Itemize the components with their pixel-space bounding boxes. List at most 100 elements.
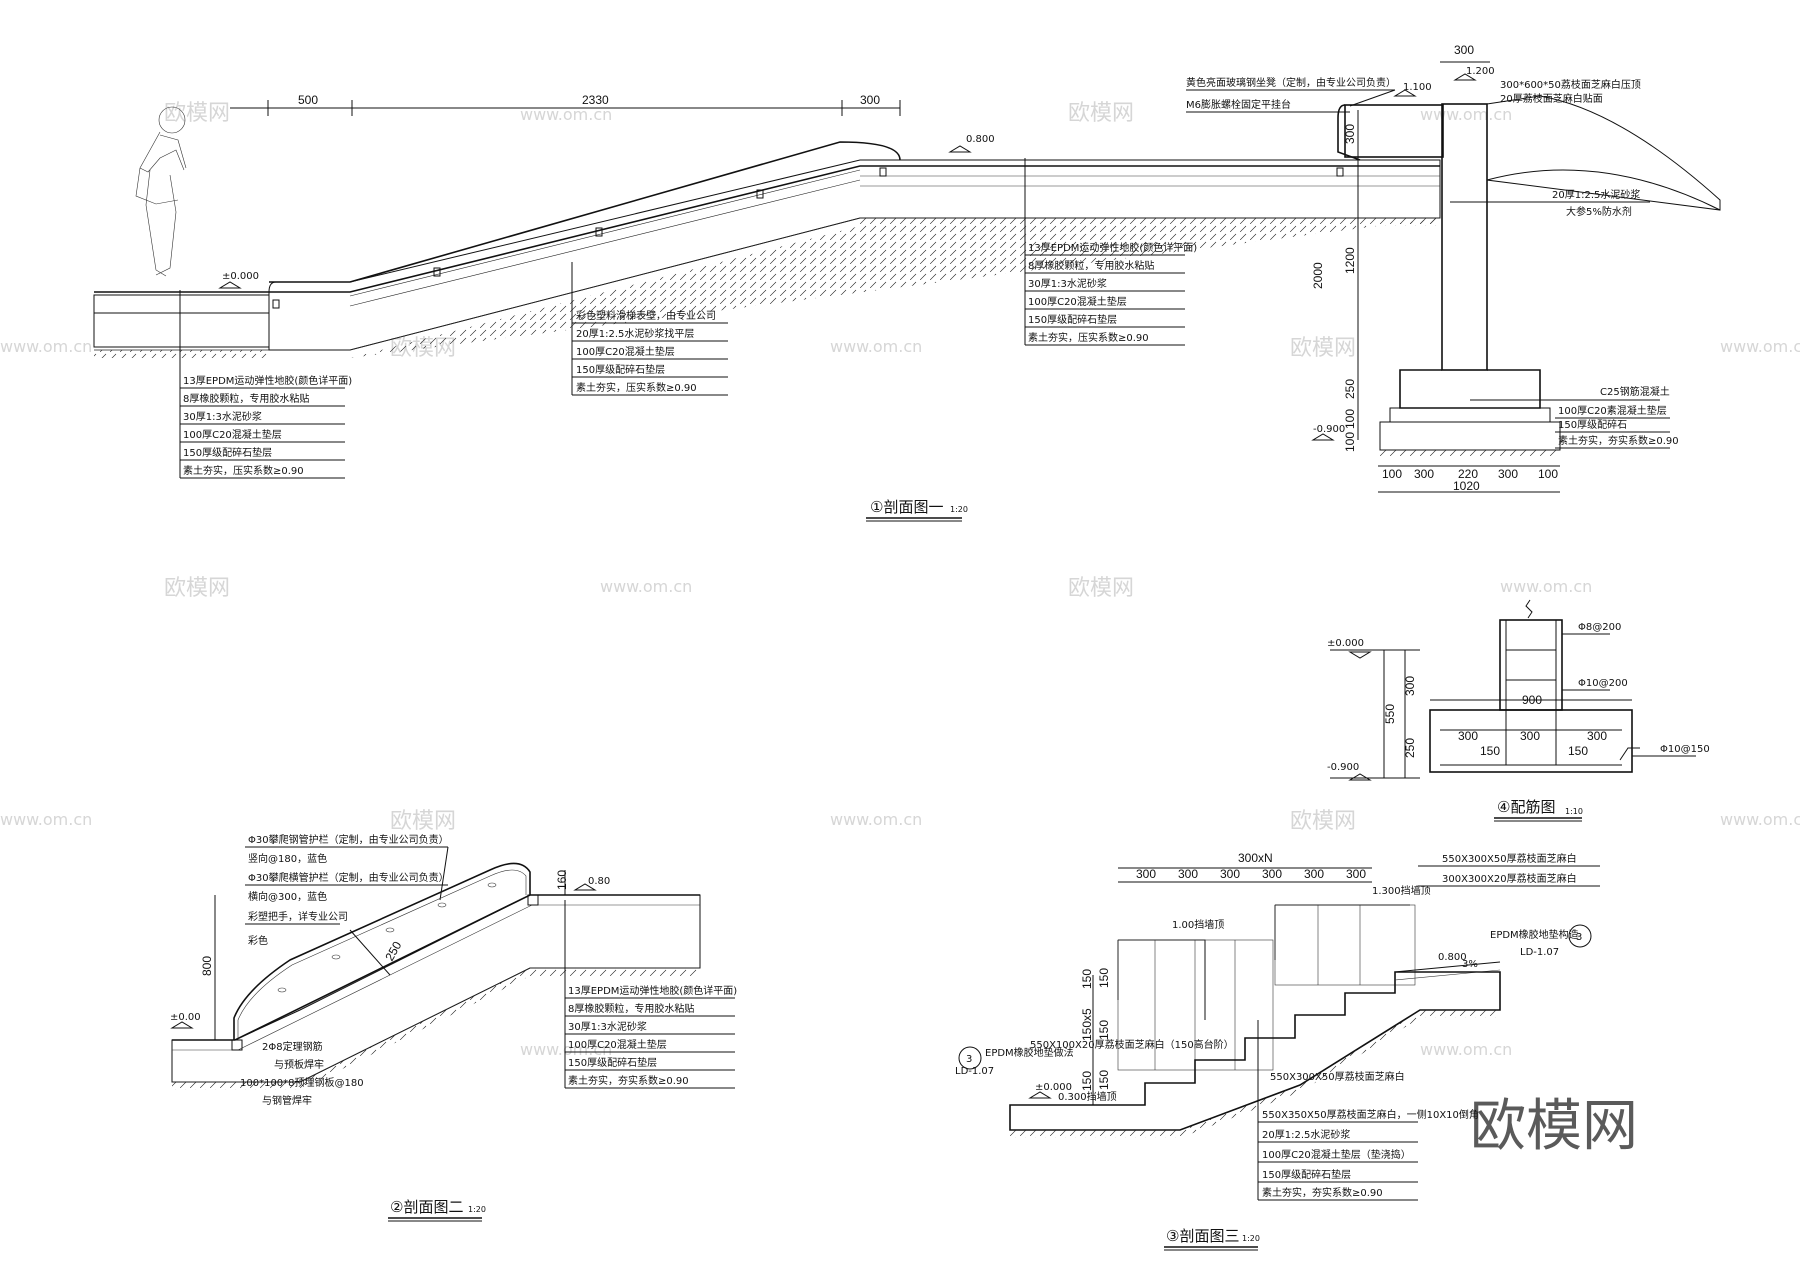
dim-text: 900: [1522, 693, 1542, 707]
level-text: ±0.000: [1035, 1082, 1072, 1093]
retaining-wall: [1337, 95, 1721, 456]
anchor-notes: 2Φ8定理钢筋 与预板焊牢 100*100*8预埋钢板@180 与钢管焊牢: [240, 1040, 364, 1107]
layer-text: 8厚橡胶颗粒，专用胶水粘贴: [183, 392, 309, 405]
level-bottom: -0.900: [1327, 762, 1359, 773]
level-top: 0.80: [588, 876, 610, 887]
note-text: 550X300X50厚荔枝面芝麻白: [1442, 852, 1577, 865]
note-text: 100*100*8预埋钢板@180: [240, 1076, 364, 1089]
ramp-section: [93, 141, 1441, 358]
layer-text: 素土夯实，夯实系数≥0.90: [1262, 1186, 1383, 1199]
dim-text: 150: [1080, 969, 1094, 989]
watermark-url: www.om.cn: [520, 105, 612, 124]
dim-text: 100: [1382, 467, 1402, 481]
level-text: 0.300挡墙顶: [1058, 1090, 1117, 1103]
note-text: 彩塑把手，详专业公司: [248, 910, 348, 923]
layer-text: 100厚C20混凝土垫层（垫浇捣）: [1262, 1148, 1411, 1161]
level-start: ±0.000: [222, 271, 259, 282]
dim-text: 1200: [1343, 247, 1357, 274]
layer-text: 8厚橡胶颗粒，专用胶水粘贴: [568, 1002, 694, 1015]
note-drain: 大参5%防水剂: [1566, 205, 1632, 218]
watermark-brand: 欧模网: [1068, 101, 1134, 126]
watermark-url: www.om.cn: [1720, 337, 1800, 356]
dim-text: 550: [1383, 704, 1397, 724]
dim-text: 1020: [1453, 479, 1480, 493]
level-text: 1.300挡墙顶: [1372, 884, 1431, 897]
dim-text: 150: [1080, 1071, 1094, 1091]
watermark-url: www.om.cn: [830, 810, 922, 829]
layer-text: 100厚C20混凝土垫层: [1028, 295, 1127, 308]
dim-text: 220: [1458, 467, 1478, 481]
rebar-label: Φ10@200: [1578, 678, 1628, 689]
section-scale: 1:20: [468, 1205, 486, 1214]
note-concrete: C25钢筋混凝土: [1600, 385, 1670, 398]
dim-text: 300: [1262, 867, 1282, 881]
dim-text: 150: [1097, 968, 1111, 988]
dim-text: 160: [555, 870, 569, 890]
dim-text: 2330: [582, 93, 609, 107]
note-text: 550X300X50厚荔枝面芝麻白: [1270, 1070, 1405, 1083]
dim-text: 300: [860, 93, 880, 107]
dim-text: 100: [1538, 467, 1558, 481]
dim-text: 150: [1097, 1070, 1111, 1090]
layer-callouts-2: 13厚EPDM运动弹性地胶(颜色详平面) 8厚橡胶颗粒，专用胶水粘贴 30厚1:…: [564, 900, 737, 1089]
watermark-url: www.om.cn: [1420, 1040, 1512, 1059]
child-figure-icon: [135, 106, 187, 277]
watermark-brand: 欧模网: [1290, 336, 1356, 361]
watermark-brand: 欧模网: [164, 576, 230, 601]
dim-text: 300: [1178, 867, 1198, 881]
layer-callouts-right: 13厚EPDM运动弹性地胶(颜色详平面) 8厚橡胶颗粒，专用胶水粘贴 30厚1:…: [1024, 158, 1197, 346]
note-text: Φ30攀爬横管护栏（定制，由专业公司负责）: [248, 871, 449, 884]
dim-text: 100: [1343, 432, 1357, 452]
section-4: ±0.000 -0.900 550 300 250 900 300 300 30…: [1327, 599, 1710, 822]
note-text: 与钢管焊牢: [262, 1094, 312, 1107]
dim-text: 300xN: [1238, 851, 1273, 865]
level-wall-top: 1.200: [1466, 66, 1495, 77]
dim-text: 150: [1480, 744, 1500, 758]
rebar-label: Φ10@150: [1660, 744, 1710, 755]
dim-text: 300: [1136, 867, 1156, 881]
layer-text: 素土夯实，压实系数≥0.90: [1028, 331, 1149, 344]
watermark-logo-large: 欧模网: [1470, 1094, 1638, 1159]
watermark-brand: 欧模网: [390, 809, 456, 834]
ref-number: 3: [966, 1054, 972, 1065]
layer-text: 13厚EPDM运动弹性地胶(颜色详平面): [183, 374, 352, 387]
note-text: 彩色: [248, 934, 268, 947]
watermark-url: www.om.cn: [1420, 105, 1512, 124]
ref-number: 3: [1576, 932, 1582, 943]
watermark-url: www.om.cn: [1500, 577, 1592, 596]
watermark-url: www.om.cn: [520, 1040, 612, 1059]
dim-text: 300: [1587, 729, 1607, 743]
layer-text: 13厚EPDM运动弹性地胶(颜色详平面): [568, 984, 737, 997]
layer-callouts-mid: 彩色塑料滑梯表壁，由专业公司 20厚1:2.5水泥砂浆找平层 100厚C20混凝…: [571, 262, 728, 396]
watermark-brand: 欧模网: [164, 101, 230, 126]
layer-text: 20厚1:2.5水泥砂浆找平层: [576, 327, 694, 340]
watermark-brand: 欧模网: [1068, 576, 1134, 601]
note-text: 横向@300，蓝色: [248, 890, 327, 903]
section-1-title: ①剖面图一 1:20: [866, 498, 968, 522]
dim-text: 150: [1568, 744, 1588, 758]
watermark-url: www.om.cn: [0, 810, 92, 829]
dim-text: 300: [1346, 867, 1366, 881]
dim-text: 300: [1458, 729, 1478, 743]
ref-code: LD-1.07: [955, 1066, 994, 1077]
layer-text: 彩色塑料滑梯表壁，由专业公司: [576, 309, 716, 322]
note-cap: 黄色亮面玻璃钢坐凳（定制，由专业公司负责）: [1186, 76, 1396, 89]
layer-text: 30厚1:3水泥砂浆: [568, 1020, 647, 1033]
layer-text: 150厚级配碎石垫层: [183, 446, 272, 459]
level-mid: 0.800: [966, 134, 995, 145]
section-scale: 1:20: [1242, 1234, 1260, 1243]
layer-callouts-left: 13厚EPDM运动弹性地胶(颜色详平面) 8厚橡胶颗粒，专用胶水粘贴 30厚1:…: [179, 290, 352, 479]
layer-text: 素土夯实，夯实系数≥0.90: [568, 1074, 689, 1087]
watermark-url: www.om.cn: [0, 337, 92, 356]
level-markers: ±0.000 0.800 1.100 1.200 -0.900: [218, 66, 1495, 441]
dim-text: 300: [1304, 867, 1324, 881]
layer-text: 150厚级配碎石垫层: [568, 1056, 657, 1069]
dim-text: 300: [1498, 467, 1518, 481]
layer-text: 550X350X50厚荔枝面芝麻白，一侧10X10倒角: [1262, 1108, 1479, 1121]
note-bolt: M6膨胀螺栓固定平挂台: [1186, 98, 1291, 111]
layer-text: 150厚级配碎石垫层: [1262, 1168, 1351, 1181]
section-2: Φ30攀爬钢管护栏（定制，由专业公司负责） 竖向@180，蓝色 Φ30攀爬横管护…: [170, 833, 737, 1222]
layer-text: 100厚C20素混凝土垫层: [1558, 404, 1667, 417]
layer-text: 素土夯实，夯实系数≥0.90: [1558, 434, 1679, 447]
